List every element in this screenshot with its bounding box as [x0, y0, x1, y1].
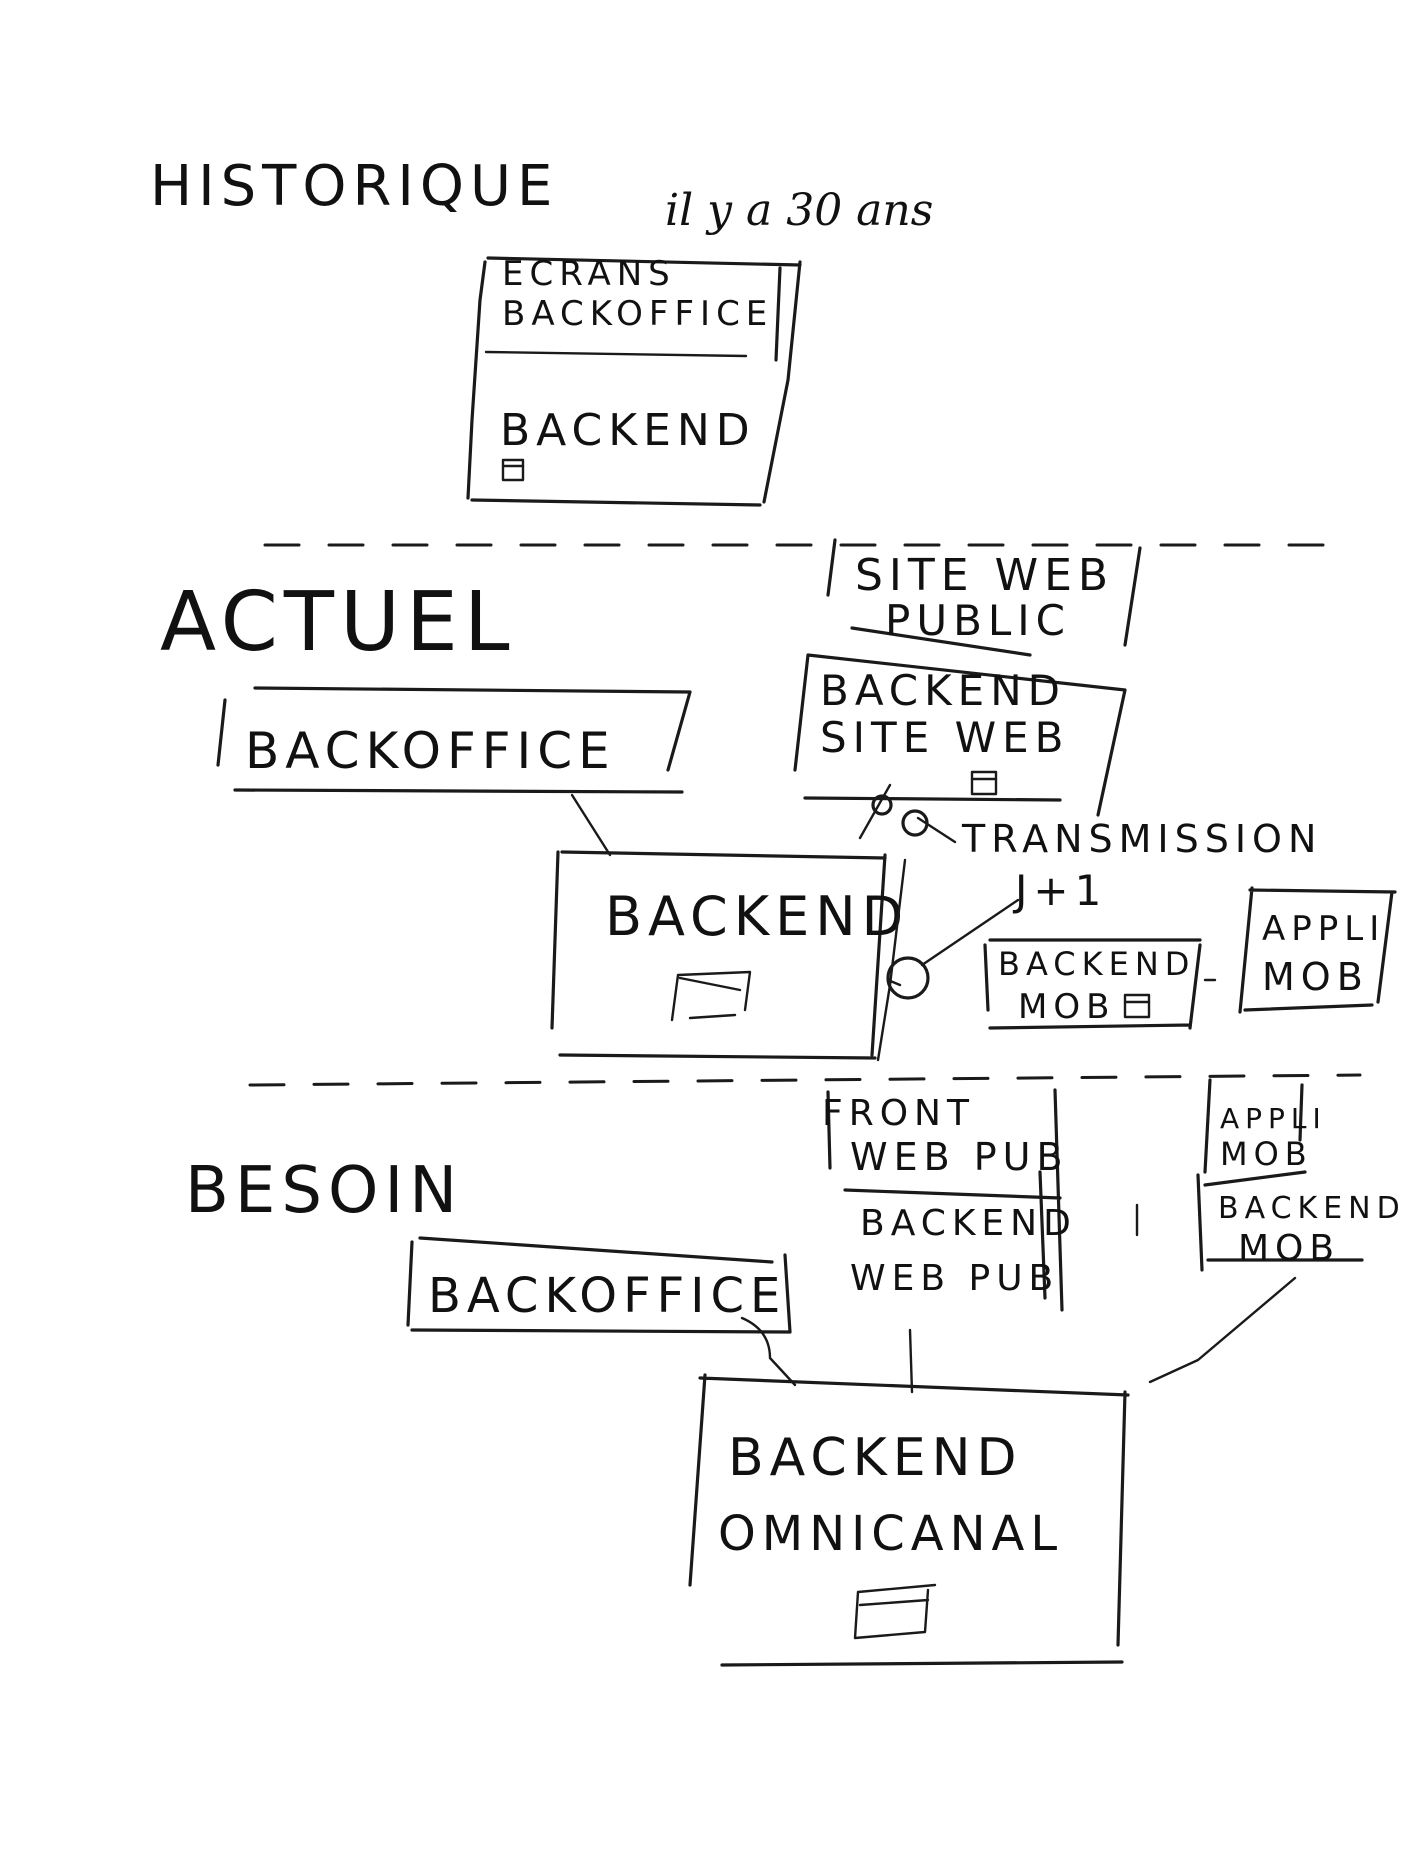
besoin-section: BESOIN BACKOFFICE FRONT WEB PUB BACKEND …	[185, 1078, 1404, 1667]
site-web-public-label-line1: SITE WEB	[855, 550, 1114, 601]
besoin-backoffice-label: BACKOFFICE	[428, 1268, 786, 1324]
omnicanal-label-line2: OMNICANAL	[718, 1506, 1063, 1562]
historique-section: HISTORIQUE il y a 30 ans ECRANS BACKOFFI…	[150, 154, 933, 507]
database-icon	[1123, 993, 1151, 1019]
backend-site-web-label-line2: SITE WEB	[820, 713, 1069, 762]
besoin-title: BESOIN	[185, 1154, 463, 1228]
actuel-section: ACTUEL BACKOFFICE BACKEND SITE WEB PUBLI…	[160, 538, 1397, 1062]
backend-site-web-box: BACKEND SITE WEB	[793, 653, 1127, 817]
actuel-appli-mob-label-line1: APPLI	[1262, 909, 1385, 949]
database-icon	[853, 1583, 937, 1640]
connector-node-icon	[901, 809, 929, 837]
actuel-appli-mob-label-line2: MOB	[1262, 955, 1369, 999]
front-backend-web-pub-stack: FRONT WEB PUB BACKEND WEB PUB	[822, 1088, 1077, 1312]
ecrans-label: ECRANS	[502, 254, 676, 294]
legacy-system-box: ECRANS BACKOFFICE BACKEND	[466, 254, 802, 507]
web-pub-to-omnicanal-link	[908, 1328, 914, 1394]
backend-web-pub-label-line2: WEB PUB	[850, 1258, 1059, 1299]
front-web-pub-label-line1: FRONT	[822, 1093, 975, 1134]
backend-omnicanal-box: BACKEND OMNICANAL	[688, 1373, 1130, 1667]
besoin-appli-mob-label-line1: APPLI	[1220, 1102, 1327, 1135]
actuel-appli-mob-box: APPLI MOB	[1238, 886, 1397, 1014]
database-icon	[501, 458, 525, 482]
backoffice-to-backend-link	[570, 793, 612, 857]
actuel-backend-mob-label-line1: BACKEND	[998, 945, 1195, 983]
backend-site-web-label-line1: BACKEND	[820, 666, 1066, 715]
section-divider-2	[248, 1073, 1362, 1087]
actuel-backend-box: BACKEND	[550, 850, 909, 1060]
backoffice-to-omnicanal-link	[740, 1316, 797, 1387]
besoin-backend-mob-label-line1: BACKEND	[1218, 1191, 1404, 1226]
backend-web-pub-label-line1: BACKEND	[860, 1203, 1077, 1244]
actuel-backend-mob-label-line2: MOB	[1018, 987, 1115, 1027]
transmission-delay-label: J+1	[1012, 866, 1107, 915]
omnicanal-label-line1: BACKEND	[728, 1428, 1023, 1488]
actuel-backoffice-label: BACKOFFICE	[245, 722, 616, 780]
backoffice-screens-label: BACKOFFICE	[502, 294, 773, 334]
legacy-backend-label: BACKEND	[500, 405, 756, 456]
actuel-backend-mob-box: BACKEND MOB	[983, 938, 1217, 1030]
besoin-backoffice-box: BACKOFFICE	[406, 1236, 792, 1334]
connector-node-icon	[886, 956, 930, 1000]
front-web-pub-label-line2: WEB PUB	[850, 1135, 1069, 1179]
besoin-appli-mob-label-line2: MOB	[1220, 1135, 1313, 1173]
mob-to-omnicanal-link	[1148, 1276, 1297, 1384]
transmission-link: TRANSMISSION J+1	[858, 783, 1322, 1062]
besoin-backend-mob-label-line2: MOB	[1238, 1228, 1340, 1269]
historique-title: HISTORIQUE	[150, 154, 558, 219]
actuel-backoffice-box: BACKOFFICE	[216, 686, 692, 794]
historique-subtitle: il y a 30 ans	[665, 185, 933, 236]
site-web-public-box: SITE WEB PUBLIC	[826, 538, 1142, 657]
actuel-title: ACTUEL	[160, 575, 516, 670]
site-web-public-label-line2: PUBLIC	[885, 596, 1071, 645]
connector-node-icon	[871, 794, 893, 816]
database-icon	[670, 970, 752, 1022]
actuel-backend-label: BACKEND	[605, 885, 909, 948]
besoin-mob-stack: APPLI MOB BACKEND MOB	[1196, 1078, 1404, 1272]
database-icon	[970, 770, 998, 796]
transmission-label: TRANSMISSION	[961, 817, 1322, 861]
